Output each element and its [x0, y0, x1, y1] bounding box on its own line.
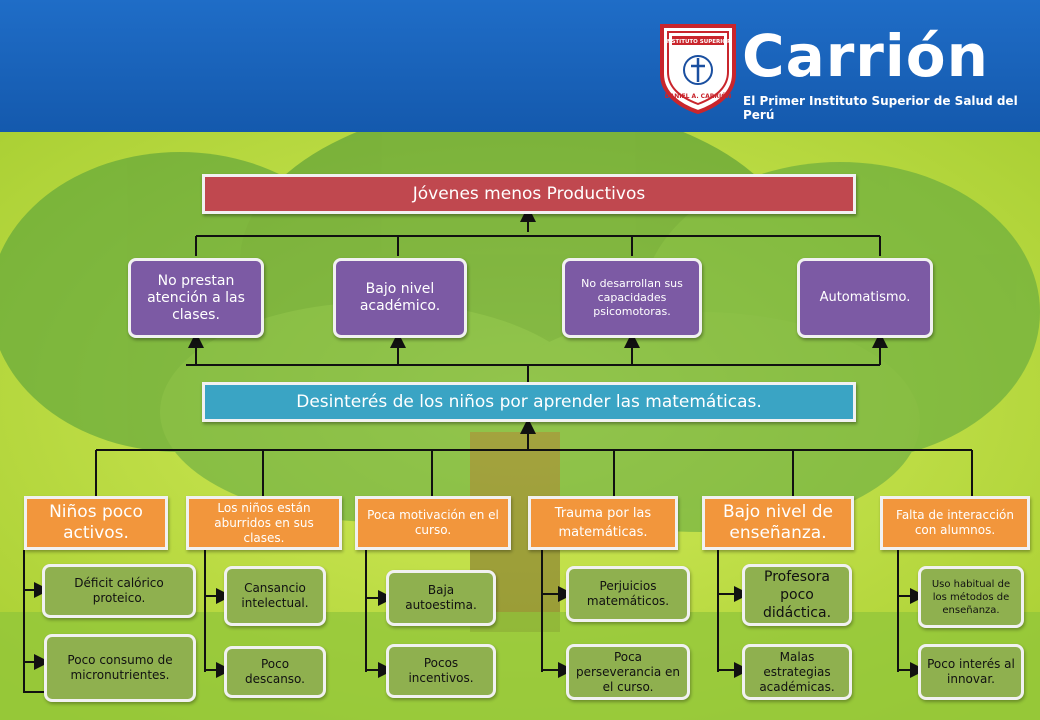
connector-lines [23, 206, 973, 693]
brand-name: Carrión [742, 22, 989, 90]
central-problem-box: Desinterés de los niños por aprender las… [202, 382, 856, 422]
subcause-box-intellectual-fatigue: Cansancio intelectual. [224, 566, 326, 626]
cause-box-math-trauma: Trauma por las matemáticas. [528, 496, 678, 550]
cause-box-inactive-children: Niños poco activos. [24, 496, 168, 550]
subcause-box-usual-methods: Uso habitual de los métodos de enseñanza… [918, 566, 1024, 628]
cause-box-bored-children: Los niños están aburridos en sus clases. [186, 496, 342, 550]
cause-box-low-motivation: Poca motivación en el curso. [355, 496, 511, 550]
subcause-box-self-esteem: Baja autoestima. [386, 570, 496, 626]
logo-text-bottom: DANIEL A. CARRIÓN [665, 93, 732, 100]
subcause-box-bad-strategies: Malas estrategias académicas. [742, 644, 852, 700]
subcause-box-caloric-deficit: Déficit calórico proteico. [42, 564, 196, 618]
subcause-box-math-prejudices: Perjuicios matemáticos. [566, 566, 690, 622]
effect-box-attention: No prestan atención a las clases. [128, 258, 264, 338]
cause-box-no-interaction: Falta de interacción con alumnos. [880, 496, 1030, 550]
top-effect-box: Jóvenes menos Productivos [202, 174, 856, 214]
effect-box-psychomotor: No desarrollan sus capacidades psicomoto… [562, 258, 702, 338]
institute-logo: INSTITUTO SUPERIOR DANIEL A. CARRIÓN [660, 24, 736, 114]
brand-tagline: El Primer Instituto Superior de Salud de… [743, 94, 1018, 122]
subcause-box-perseverance: Poca perseverancia en el curso. [566, 644, 690, 700]
effect-box-academic-level: Bajo nivel académico. [333, 258, 467, 338]
background-and-connectors [0, 132, 1040, 720]
subcause-box-incentives: Pocos incentivos. [386, 644, 496, 698]
subcause-box-teacher-didactic: Profesora poco didáctica. [742, 564, 852, 626]
header-banner: INSTITUTO SUPERIOR DANIEL A. CARRIÓN Car… [0, 0, 1040, 132]
subcause-box-innovation: Poco interés al innovar. [918, 644, 1024, 700]
cause-box-low-teaching: Bajo nivel de enseñanza. [702, 496, 854, 550]
problem-tree-diagram: Jóvenes menos Productivos No prestan ate… [0, 132, 1040, 720]
effect-box-automatism: Automatismo. [797, 258, 933, 338]
subcause-box-little-rest: Poco descanso. [224, 646, 326, 698]
logo-text-top: INSTITUTO SUPERIOR [665, 39, 732, 45]
subcause-box-micronutrients: Poco consumo de micronutrientes. [44, 634, 196, 702]
